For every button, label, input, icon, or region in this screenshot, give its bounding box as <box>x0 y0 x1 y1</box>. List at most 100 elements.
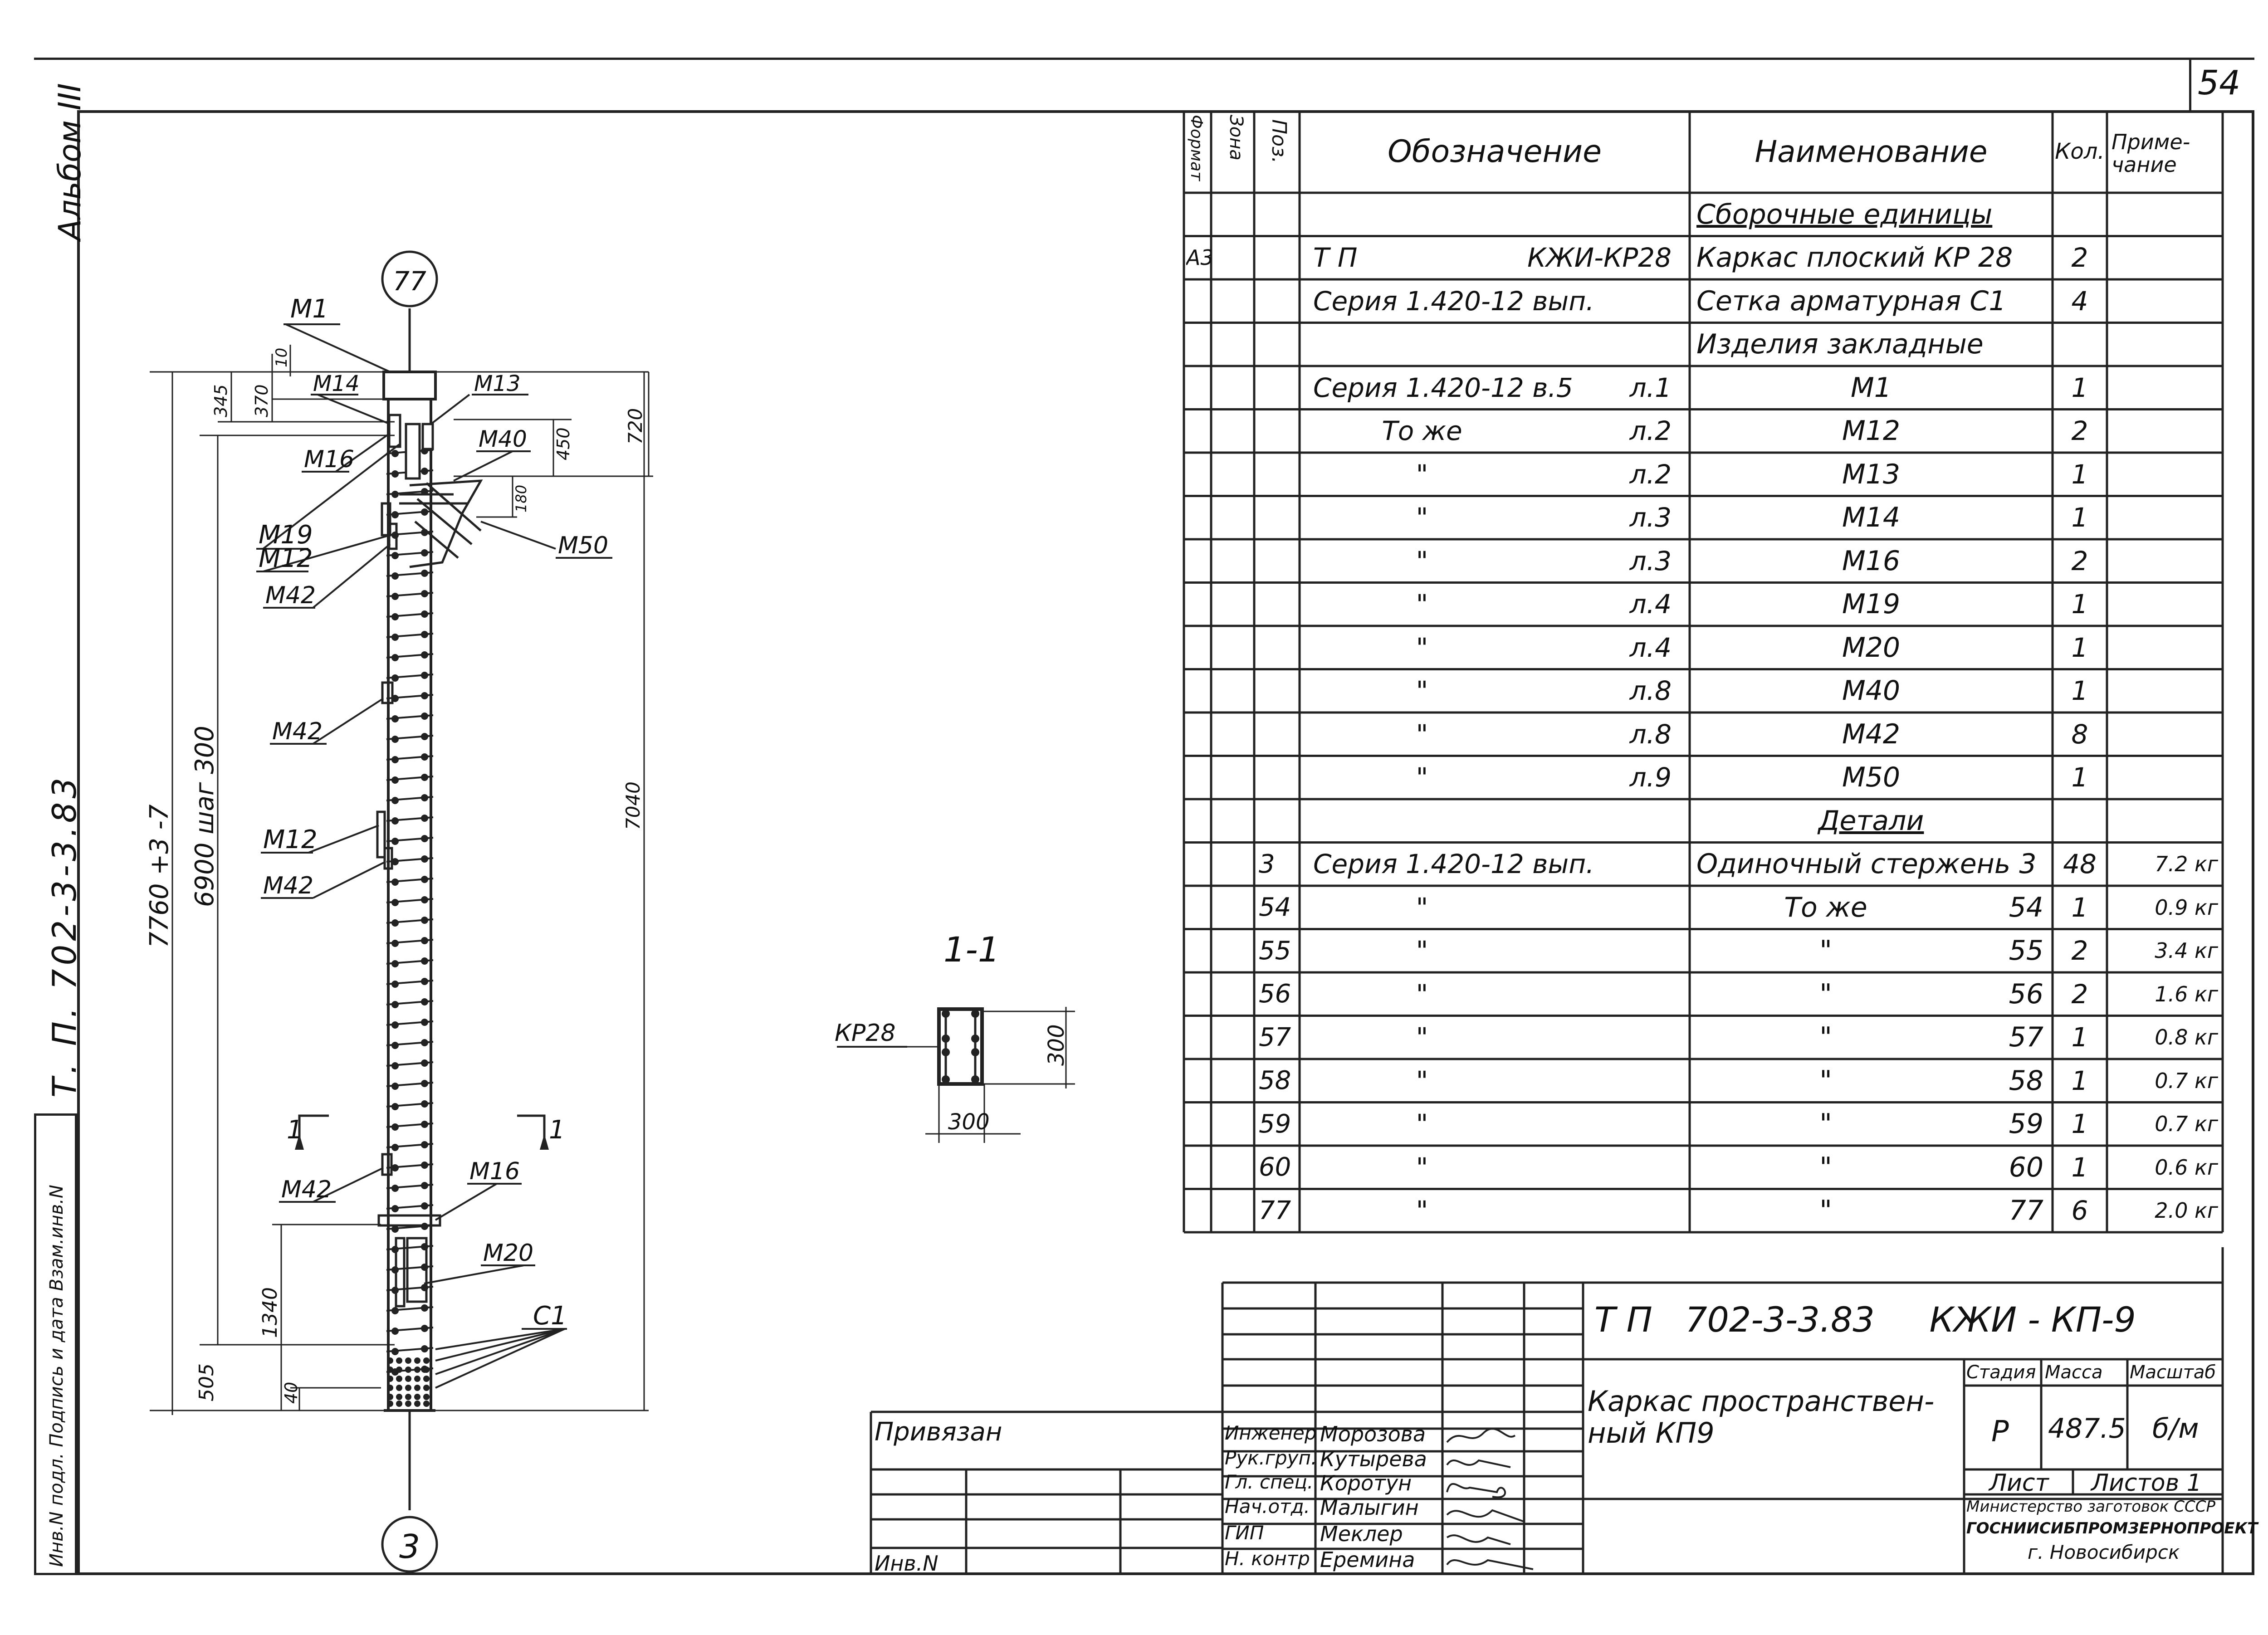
label-m19: М19 <box>259 520 313 550</box>
row-designation: Т П <box>1313 242 1358 273</box>
sheets-label: Листов 1 <box>2091 1469 2202 1497</box>
row-designation-ref: л.2 <box>1629 459 1672 490</box>
label-m50: М50 <box>558 532 608 559</box>
dim-40: 40 <box>281 1382 301 1404</box>
row-qty: 1 <box>2071 1108 2088 1140</box>
row-designation: " <box>1416 1152 1428 1183</box>
row-pos: 57 <box>1259 1022 1291 1052</box>
label-m13: М13 <box>474 371 521 396</box>
label-m12a: М12 <box>259 544 313 573</box>
row-designation-ref: л.3 <box>1629 545 1672 576</box>
dim-10: 10 <box>273 348 291 367</box>
section-title: 1-1 <box>943 929 1000 970</box>
row-designation: " <box>1416 1065 1428 1096</box>
header-note: Приме- чание <box>2112 130 2190 177</box>
row-name-ref: 54 <box>2009 891 2043 923</box>
row-designation: " <box>1416 632 1428 663</box>
section-height: 300 <box>1044 1024 1069 1066</box>
row-name: Каркас плоский КР 28 <box>1696 242 2013 274</box>
top-rule <box>34 58 2254 60</box>
row-pos: 59 <box>1259 1109 1291 1139</box>
sheet-number-box <box>2189 58 2254 110</box>
scale-label: Масштаб <box>2130 1362 2216 1383</box>
row-name: " <box>1819 1108 1832 1140</box>
inv-label: Инв.N <box>875 1551 938 1576</box>
row-designation: " <box>1416 762 1428 793</box>
staff-name: Еремина <box>1320 1547 1415 1572</box>
row-name: " <box>1819 978 1832 1010</box>
row-designation: " <box>1416 589 1428 620</box>
row-qty: 1 <box>2071 675 2088 707</box>
row-designation: " <box>1416 545 1428 576</box>
dim-345: 345 <box>211 384 231 417</box>
row-name-ref: 58 <box>2009 1064 2043 1097</box>
title-block-code: Т П 702-3-3.83 КЖИ - КП-9 <box>1594 1299 2136 1340</box>
section-width: 300 <box>948 1109 990 1135</box>
row-qty: 2 <box>2071 545 2088 576</box>
spec-grid <box>1183 110 2224 1234</box>
mass-value: 487.5 <box>2048 1413 2126 1445</box>
dim-505: 505 <box>195 1363 218 1401</box>
label-m16b: М16 <box>469 1158 520 1185</box>
row-designation: " <box>1416 718 1428 750</box>
label-m42b: М42 <box>272 718 323 745</box>
row-note: 0.7 кг <box>2155 1112 2218 1137</box>
row-designation-ref: л.8 <box>1629 675 1672 707</box>
label-c1: С1 <box>533 1301 567 1331</box>
staff-name: Морозова <box>1320 1422 1426 1446</box>
org-line-2: ГОСНИИСИБПРОМЗЕРНОПРОЕКТ <box>1966 1519 2258 1537</box>
row-designation-ref: л.2 <box>1629 415 1672 447</box>
row-name: М16 <box>1842 545 1901 577</box>
header-name: Наименование <box>1755 134 1988 169</box>
row-designation: " <box>1416 1195 1428 1226</box>
staff-role: Нач.отд. <box>1225 1495 1310 1518</box>
row-name: " <box>1819 1021 1832 1054</box>
row-name: Сетка арматурная С1 <box>1696 285 2006 317</box>
row-qty: 2 <box>2071 935 2088 966</box>
cut-label-left: 1 <box>287 1115 303 1145</box>
sheet-label: Лист <box>1989 1469 2049 1497</box>
row-name: М1 <box>1851 371 1892 404</box>
axis-top-label: 77 <box>393 266 426 297</box>
staff-name: Коротун <box>1320 1471 1412 1495</box>
row-note: 0.7 кг <box>2155 1068 2218 1093</box>
dim-180: 180 <box>513 485 530 512</box>
header-qty: Кол. <box>2055 139 2105 164</box>
dim-370: 370 <box>252 384 272 417</box>
row-qty: 1 <box>2071 372 2088 403</box>
row-pos: 60 <box>1259 1152 1291 1182</box>
row-pos: 77 <box>1259 1196 1291 1225</box>
row-designation: Серия 1.420-12 вып.1 <box>1313 849 1594 880</box>
row-name: Сборочные единицы <box>1696 198 1993 230</box>
row-note: 0.9 кг <box>2155 895 2218 920</box>
label-m42d: М42 <box>281 1176 332 1203</box>
sheet-number: 54 <box>2198 63 2241 102</box>
org-line-1: Министерство заготовок СССР <box>1966 1498 2215 1516</box>
title-block-title: Каркас пространствен- ный КП9 <box>1588 1385 1935 1450</box>
row-name: М14 <box>1842 502 1901 534</box>
row-name-ref: 60 <box>2009 1151 2043 1183</box>
row-qty: 2 <box>2071 242 2088 273</box>
row-name: М13 <box>1842 458 1901 490</box>
row-pos: 54 <box>1259 893 1291 922</box>
row-designation: Серия 1.420-12 в.5 <box>1313 372 1573 403</box>
row-designation: То же <box>1382 415 1462 447</box>
row-note: 0.6 кг <box>2155 1155 2218 1180</box>
row-designation: " <box>1416 675 1428 707</box>
row-qty: 2 <box>2071 978 2088 1010</box>
staff-name: Меклер <box>1320 1522 1403 1546</box>
row-name: М42 <box>1842 718 1901 750</box>
row-qty: 2 <box>2071 415 2088 447</box>
scale-value: б/м <box>2152 1413 2199 1445</box>
label-m1: М1 <box>290 294 328 324</box>
row-name: М50 <box>1842 761 1901 794</box>
row-qty: 1 <box>2071 589 2088 620</box>
row-name-ref: 57 <box>2009 1021 2043 1054</box>
side-strip-border <box>34 1113 77 1575</box>
row-pos: 55 <box>1259 936 1291 966</box>
dim-1340: 1340 <box>259 1287 282 1338</box>
row-designation-ref: л.8 <box>1629 718 1672 750</box>
column-drawing: 77 3 М1 М14 М13 М16 М40 М19 М12 М42 М50 … <box>145 250 1075 1573</box>
row-qty: 6 <box>2071 1195 2088 1226</box>
